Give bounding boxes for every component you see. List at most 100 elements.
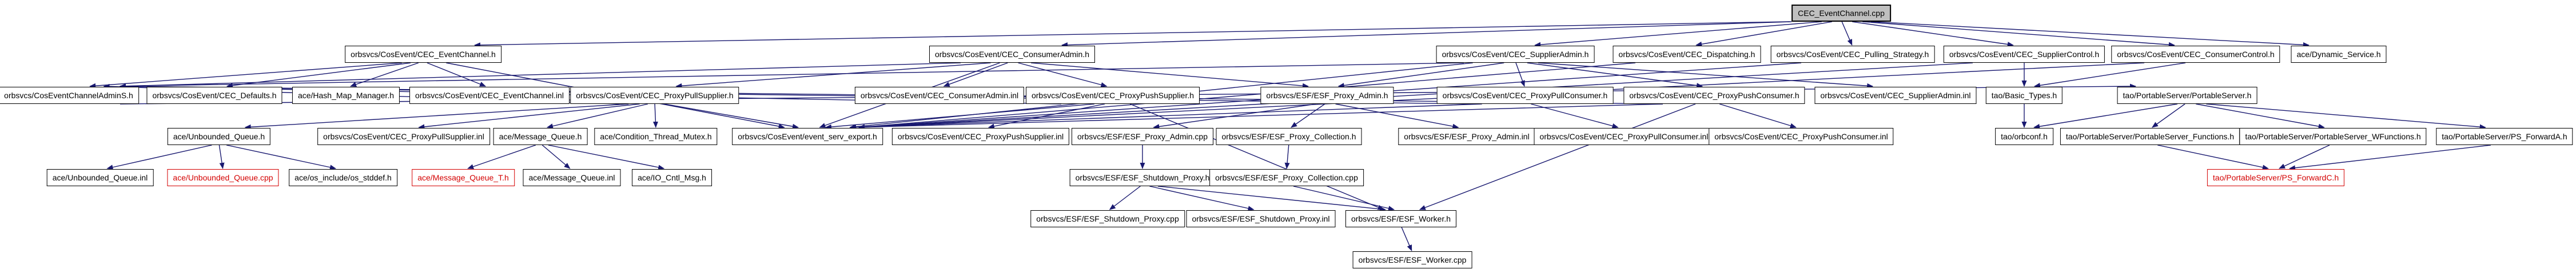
include-edge: [1531, 103, 1619, 129]
include-edge: [1841, 21, 1853, 46]
graph-node[interactable]: ace/Unbounded_Queue.inl: [46, 169, 154, 186]
include-edge: [943, 62, 1008, 87]
include-edge: [1871, 21, 2310, 47]
include-edge: [1018, 62, 1108, 87]
include-edge: [1158, 186, 1386, 212]
graph-node[interactable]: tao/PortableServer/PortableServer_WFunct…: [2239, 128, 2427, 145]
graph-node[interactable]: CEC_EventChannel.cpp: [1791, 5, 1891, 22]
graph-node[interactable]: orbsvcs/CosEvent/CEC_Dispatching.h: [1613, 46, 1761, 63]
graph-node[interactable]: tao/Basic_Types.h: [1985, 87, 2063, 104]
graph-node[interactable]: orbsvcs/ESF/ESF_Shutdown_Proxy.h: [1069, 169, 1216, 186]
include-edge: [2157, 144, 2269, 170]
graph-node[interactable]: orbsvcs/ESF/ESF_Proxy_Collection.h: [1216, 128, 1362, 145]
graph-node[interactable]: orbsvcs/ESF/ESF_Proxy_Collection.cpp: [1209, 169, 1364, 186]
include-edge: [2289, 144, 2491, 171]
graph-node[interactable]: orbsvcs/CosEvent/event_serv_export.h: [732, 128, 883, 145]
include-edge: [418, 103, 640, 130]
include-edge: [675, 62, 991, 89]
graph-node[interactable]: ace/Unbounded_Queue.h: [167, 128, 271, 145]
include-edge: [1419, 103, 1696, 210]
graph-node[interactable]: orbsvcs/CosEvent/CEC_SupplierAdmin.h: [1436, 46, 1595, 63]
include-edge: [467, 144, 536, 169]
include-edge: [1862, 21, 2175, 47]
graph-node[interactable]: orbsvcs/ESF/ESF_Shutdown_Proxy.cpp: [1030, 210, 1185, 227]
include-edge: [2033, 103, 2178, 129]
include-edge: [1401, 227, 1412, 251]
graph-node[interactable]: tao/PortableServer/PS_ForwardA.h: [2436, 128, 2573, 145]
graph-node[interactable]: ace/Message_Queue_T.h: [412, 169, 515, 186]
include-edge: [1695, 21, 1832, 47]
graph-node[interactable]: orbsvcs/CosEvent/CEC_ProxyPullSupplier.h: [570, 87, 739, 104]
include-edge: [1293, 186, 1395, 211]
graph-node[interactable]: ace/Unbounded_Queue.cpp: [167, 169, 279, 186]
graph-node[interactable]: orbsvcs/CosEvent/CEC_ProxyPushConsumer.h: [1623, 87, 1805, 104]
include-edge: [1031, 62, 1309, 89]
graph-node[interactable]: orbsvcs/CosEvent/CEC_EventChannel.inl: [409, 87, 570, 104]
include-edge: [218, 144, 225, 169]
graph-node[interactable]: ace/Hash_Map_Manager.h: [292, 87, 400, 104]
graph-node[interactable]: orbsvcs/ESF/ESF_Worker.h: [1345, 210, 1457, 227]
include-edge: [850, 103, 1482, 130]
include-edge: [858, 62, 1973, 130]
graph-node[interactable]: orbsvcs/CosEvent/CEC_ConsumerControl.h: [2111, 46, 2280, 63]
include-edge: [1149, 186, 1255, 211]
include-edge: [825, 103, 1095, 130]
include-edge: [2206, 103, 2486, 130]
graph-node[interactable]: orbsvcs/ESF/ESF_Proxy_Admin.inl: [1398, 128, 1535, 145]
graph-node[interactable]: orbsvcs/CosEvent/CEC_ProxyPushSupplier.h: [1025, 87, 1200, 104]
include-edge: [988, 103, 1105, 129]
graph-node[interactable]: ace/os_include/os_stddef.h: [289, 169, 397, 186]
graph-node[interactable]: orbsvcs/ESF/ESF_Proxy_Admin.h: [1260, 87, 1394, 104]
include-edge: [2279, 144, 2330, 169]
graph-node[interactable]: tao/PortableServer/PortableServer.h: [2117, 87, 2258, 104]
include-edge: [1527, 62, 1703, 89]
graph-node[interactable]: ace/Dynamic_Service.h: [2291, 46, 2387, 63]
graph-node[interactable]: orbsvcs/CosEvent/CEC_Defaults.h: [146, 87, 282, 104]
include-edge: [120, 62, 961, 89]
graph-node[interactable]: orbsvcs/CosEvent/CEC_ProxyPushConsumer.i…: [1709, 128, 1894, 145]
include-edge: [652, 103, 658, 128]
graph-node[interactable]: orbsvcs/CosEventChannelAdminS.h: [0, 87, 139, 104]
graph-node[interactable]: tao/PortableServer/PortableServer_Functi…: [2060, 128, 2240, 145]
include-edge: [858, 62, 1636, 130]
include-edge: [244, 103, 629, 130]
include-edge: [663, 103, 799, 129]
graph-node[interactable]: orbsvcs/ESF/ESF_Worker.cpp: [1352, 251, 1472, 268]
graph-node[interactable]: ace/Message_Queue.h: [493, 128, 588, 145]
include-edge: [106, 144, 212, 170]
graph-node[interactable]: orbsvcs/CosEvent/CEC_ConsumerAdmin.inl: [854, 87, 1025, 104]
include-edge: [1719, 103, 1797, 129]
graph-node[interactable]: orbsvcs/CosEvent/CEC_ProxyPushSupplier.i…: [891, 128, 1070, 145]
graph-node[interactable]: ace/Condition_Thread_Mutex.h: [594, 128, 718, 145]
graph-node[interactable]: ace/IO_Cntl_Msg.h: [632, 169, 712, 186]
graph-node[interactable]: orbsvcs/CosEvent/CEC_SupplierAdmin.inl: [1814, 87, 1977, 104]
include-edge: [547, 103, 648, 129]
graph-node[interactable]: orbsvcs/CosEvent/CEC_ConsumerAdmin.h: [929, 46, 1095, 63]
include-edge: [2152, 103, 2185, 128]
include-edge: [89, 62, 402, 89]
include-edge: [858, 103, 1663, 130]
include-edge: [1335, 103, 1459, 129]
graph-node[interactable]: ace/Message_Queue.inl: [523, 169, 621, 186]
include-edge: [1061, 21, 1792, 48]
graph-node[interactable]: orbsvcs/CosEvent/CEC_Pulling_Strategy.h: [1770, 46, 1935, 63]
graph-node[interactable]: orbsvcs/ESF/ESF_Shutdown_Proxy.inl: [1186, 210, 1336, 227]
include-edge: [2196, 103, 2325, 129]
graph-node[interactable]: orbsvcs/ESF/ESF_Proxy_Admin.cpp: [1072, 128, 1213, 145]
graph-node[interactable]: orbsvcs/CosEvent/CEC_ProxyPullConsumer.h: [1436, 87, 1614, 104]
graph-node[interactable]: orbsvcs/CosEvent/CEC_ProxyPullConsumer.i…: [1534, 128, 1714, 145]
include-edge: [1109, 186, 1141, 210]
include-edge: [1129, 103, 1384, 210]
graph-node[interactable]: orbsvcs/CosEvent/CEC_EventChannel.h: [345, 46, 501, 63]
graph-node[interactable]: orbsvcs/CosEvent/CEC_ProxyPullSupplier.i…: [317, 128, 490, 145]
include-edge: [1852, 21, 2014, 47]
include-edge: [120, 62, 1464, 89]
graph-node[interactable]: tao/orbconf.h: [1995, 128, 2053, 145]
graph-node[interactable]: orbsvcs/CosEvent/CEC_SupplierControl.h: [1943, 46, 2105, 63]
graph-node[interactable]: tao/PortableServer/PS_ForwardC.h: [2207, 169, 2345, 186]
include-edge: [548, 144, 665, 170]
include-edge: [1538, 62, 1874, 89]
include-edge: [226, 144, 336, 170]
